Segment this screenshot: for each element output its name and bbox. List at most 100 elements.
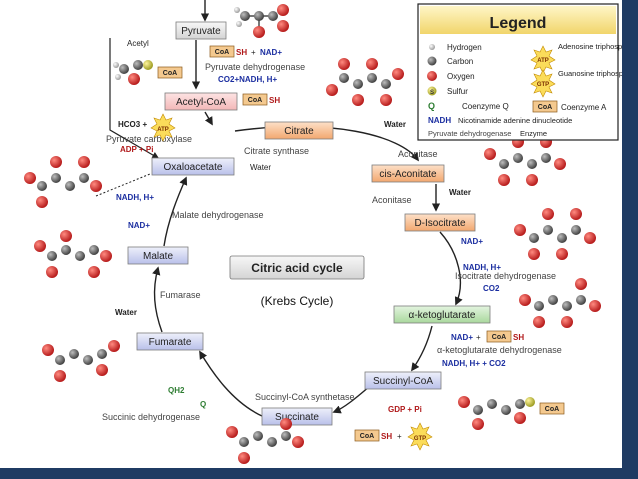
gdp-pi: GDP + Pi	[388, 405, 422, 414]
adp-pi: ADP + Pi	[120, 145, 153, 154]
legend-sulfur: Sulfur	[447, 87, 468, 96]
coa-badge-pyruvate-text: CoA	[215, 49, 229, 56]
legend-atp: Adenosine triphosphate	[558, 42, 622, 51]
sulfur-symbol: S	[430, 90, 434, 96]
atp-burst-icon	[150, 113, 176, 142]
nad-plus-akg: NAD+	[451, 333, 473, 342]
co2-nadh-pyruvate: CO2+NADH, H+	[218, 75, 277, 84]
cis-aconitate-box[interactable]	[371, 164, 445, 183]
coa-badge-acetyl-molecule	[157, 66, 183, 79]
enzyme-fumarase: Fumarase	[160, 290, 201, 300]
hydrogen-atom-icon	[429, 44, 435, 50]
diagram-title: Citric acid cycle	[251, 261, 343, 275]
coq-symbol: Q	[428, 101, 435, 111]
carbon-atom-icon	[427, 56, 437, 66]
coa-badge-acetyl-text: CoA	[248, 97, 262, 104]
coa-badge-succinyl-molecule	[539, 402, 565, 415]
fumarate-box[interactable]	[136, 332, 204, 351]
enzyme-succinic-dehydrogenase: Succinic dehydrogenase	[102, 412, 200, 422]
legend-coa-badge	[532, 100, 558, 113]
sh-akg: SH	[513, 333, 524, 342]
diagram-subtitle: (Krebs Cycle)	[261, 294, 334, 308]
enzyme-pyruvate-dehydrogenase: Pyruvate dehydrogenase	[205, 62, 305, 72]
molecule-icon-pyruvate	[234, 4, 289, 38]
succinate-box[interactable]	[261, 407, 333, 426]
coa-badge-acetyl-molecule-text: CoA	[163, 70, 177, 77]
water-aconitase: Water	[449, 188, 471, 197]
cis-aconitate-label: cis-Aconitate	[379, 169, 437, 180]
nadh-isocitrate: NADH, H+	[463, 263, 501, 272]
molecule-icon-acetyl	[113, 60, 153, 85]
molecule-icon-malate	[34, 230, 112, 278]
legend-gtp: Guanosine triphosphate	[558, 69, 622, 78]
coa-badge-pyruvate	[209, 45, 235, 58]
alpha-ketoglutarate-box[interactable]	[393, 305, 491, 324]
plus-akg: +	[476, 333, 481, 342]
succinate-label: Succinate	[275, 412, 319, 423]
molecule-icon-succinyl-coa	[458, 396, 535, 430]
molecule-icon-citrate	[326, 58, 404, 106]
coa-badge-akg	[486, 330, 512, 343]
acetyl-coa-label: Acetyl-CoA	[176, 97, 226, 108]
diagram-canvas: Pyruvate Acetyl-CoA Citrate cis-Aconitat…	[24, 0, 638, 464]
citrate-box[interactable]	[264, 121, 334, 140]
nadh-co2-akg: NADH, H+ + CO2	[442, 359, 506, 368]
oxaloacetate-label: Oxaloacetate	[164, 162, 223, 173]
enzyme-pyruvate-carboxylase: Pyruvate carboxylase	[106, 134, 192, 144]
enzyme-succinyl-coa-synthetase: Succinyl-CoA synthetase	[255, 392, 355, 402]
legend-gtp-symbol: GTP	[537, 82, 549, 88]
legend-pdh: Pyruvate dehydrogenase	[428, 129, 511, 138]
water-citrate-synthase: Water	[250, 163, 271, 172]
hco3-label: HCO3 +	[118, 120, 147, 129]
oxaloacetate-box[interactable]	[151, 157, 235, 176]
enzyme-alpha-kg-dehydrogenase: α-ketoglutarate dehydrogenase	[437, 345, 562, 355]
citrate-label: Citrate	[284, 126, 314, 137]
oxygen-atom-icon	[427, 71, 437, 81]
nad-plus-isocitrate: NAD+	[461, 237, 483, 246]
nad-plus-pyruvate: NAD+	[260, 48, 282, 57]
enzyme-isocitrate-dehydrogenase: Isocitrate dehydrogenase	[455, 271, 556, 281]
slide-side-bar	[622, 0, 638, 479]
legend-coa: Coenzyme A	[561, 103, 607, 112]
nadh-malate: NADH, H+	[116, 193, 154, 202]
q-label: Q	[200, 400, 206, 409]
slide-bottom-bar	[0, 468, 622, 479]
molecule-icon-succinate	[226, 418, 304, 464]
coa-badge-succinyl-molecule-text: CoA	[545, 406, 559, 413]
cycle-arrows	[95, 0, 463, 417]
water-fumarase: Water	[115, 308, 137, 317]
molecule-icon-oxaloacetate	[24, 156, 102, 208]
alpha-ketoglutarate-label: α-ketoglutarate	[409, 310, 476, 321]
fumarate-label: Fumarate	[149, 337, 192, 348]
legend-enzyme: Enzyme	[520, 129, 547, 138]
legend-nadh: Nicotinamide adenine dinucleotide	[458, 116, 572, 125]
sh-pyruvate: SH	[236, 48, 247, 57]
sulfur-atom-icon	[427, 86, 437, 96]
enzyme-citrate-synthase: Citrate synthase	[244, 146, 309, 156]
atp-carboxylase: ATP	[157, 127, 169, 133]
nad-plus-malate: NAD+	[128, 221, 150, 230]
nadh-symbol: NADH	[428, 116, 451, 125]
pyruvate-label: Pyruvate	[181, 26, 221, 37]
acetyl-coa-box[interactable]	[164, 92, 238, 111]
legend-heading: Legend	[490, 15, 547, 32]
sh-acetyl: SH	[269, 96, 280, 105]
coa-badge-akg-text: CoA	[492, 334, 506, 341]
enzyme-aconitase-1: Aconitase	[398, 149, 438, 159]
pyruvate-box[interactable]	[175, 21, 227, 40]
malate-box[interactable]	[127, 246, 189, 265]
succinyl-coa-box[interactable]	[364, 371, 442, 390]
molecule-icon-alpha-ketoglutarate	[519, 278, 601, 328]
molecule-icon-cis-aconitate	[484, 136, 566, 186]
plus-pyruvate: +	[251, 48, 256, 57]
coa-badge-succinyl	[354, 429, 380, 442]
d-isocitrate-box[interactable]	[404, 213, 476, 232]
d-isocitrate-label: D-Isocitrate	[414, 218, 466, 229]
co2-isocitrate: CO2	[483, 284, 500, 293]
acetyl-label: Acetyl	[127, 39, 149, 48]
legend: Legend Hydrogen Carbon Oxygen S Sulfur Q…	[417, 3, 638, 141]
legend-oxygen: Oxygen	[447, 72, 475, 81]
legend-coa-symbol: CoA	[538, 104, 552, 111]
legend-hydrogen: Hydrogen	[447, 43, 482, 52]
